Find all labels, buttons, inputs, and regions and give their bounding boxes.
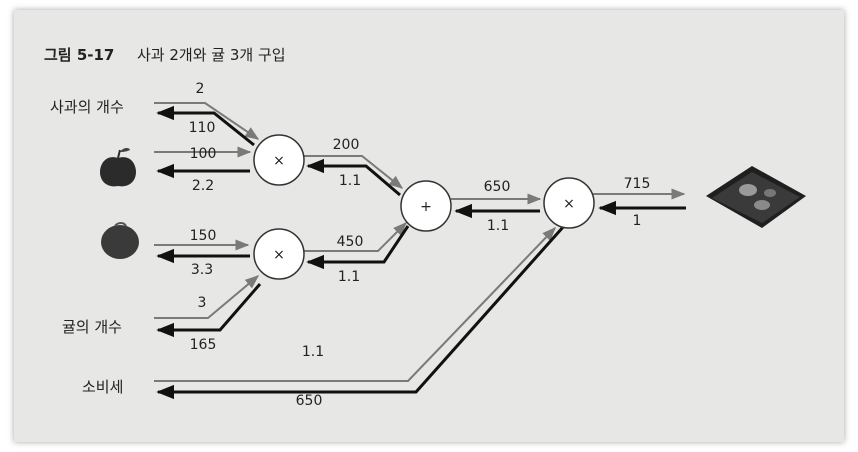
forward-value-apple-count: 2	[196, 81, 205, 97]
wallet-icon	[706, 166, 806, 228]
node-operator: ×	[563, 196, 575, 212]
forward-value-sum: 650	[484, 179, 511, 195]
backward-value-apple-price: 2.2	[192, 178, 214, 194]
node-multiply-apple: ×	[253, 134, 305, 186]
backward-arrow-apple-total	[306, 158, 401, 197]
backward-value-sum: 1.1	[487, 218, 509, 234]
forward-value-orange-count: 3	[198, 295, 207, 311]
forward-value-tax: 1.1	[302, 344, 324, 360]
backward-arrow-apple-count	[156, 105, 255, 147]
node-operator: ×	[273, 153, 285, 169]
forward-arrow-orange-count	[154, 275, 260, 319]
forward-value-apple-price: 100	[190, 146, 217, 162]
figure-number: 그림 5-17	[44, 46, 114, 64]
forward-value-orange-total: 450	[337, 234, 364, 250]
backward-value-tax: 650	[296, 393, 323, 409]
forward-arrow-apple-total	[303, 155, 404, 189]
forward-value-apple-total: 200	[333, 137, 360, 153]
node-operator: +	[420, 199, 432, 215]
backward-arrow-tax	[156, 225, 566, 400]
apple-icon	[100, 148, 136, 187]
node-multiply-tax: ×	[543, 177, 595, 229]
forward-value-result: 715	[624, 176, 651, 192]
figure-caption: 사과 2개와 귤 3개 구입	[137, 46, 286, 64]
backward-value-apple-count: 110	[189, 120, 216, 136]
node-multiply-orange: ×	[253, 228, 305, 280]
tax-label: 소비세	[82, 378, 123, 396]
backward-value-orange-price: 3.3	[191, 262, 213, 278]
orange-icon	[101, 222, 139, 259]
backward-value-orange-total: 1.1	[338, 269, 360, 285]
apple-count-label: 사과의 개수	[50, 98, 124, 116]
forward-arrow-orange-total	[303, 222, 407, 252]
forward-arrow-tax	[154, 226, 556, 382]
forward-value-orange-price: 150	[190, 228, 217, 244]
node-operator: ×	[273, 247, 285, 263]
backward-value-apple-total: 1.1	[339, 173, 361, 189]
orange-count-label: 귤의 개수	[62, 318, 122, 336]
node-add: +	[400, 180, 452, 232]
backward-value-orange-count: 165	[190, 337, 217, 353]
backward-arrow-orange-count	[156, 283, 262, 338]
forward-arrow-apple-count	[154, 102, 260, 140]
backward-value-result: 1	[633, 213, 642, 229]
backward-arrow-orange-total	[306, 225, 410, 270]
